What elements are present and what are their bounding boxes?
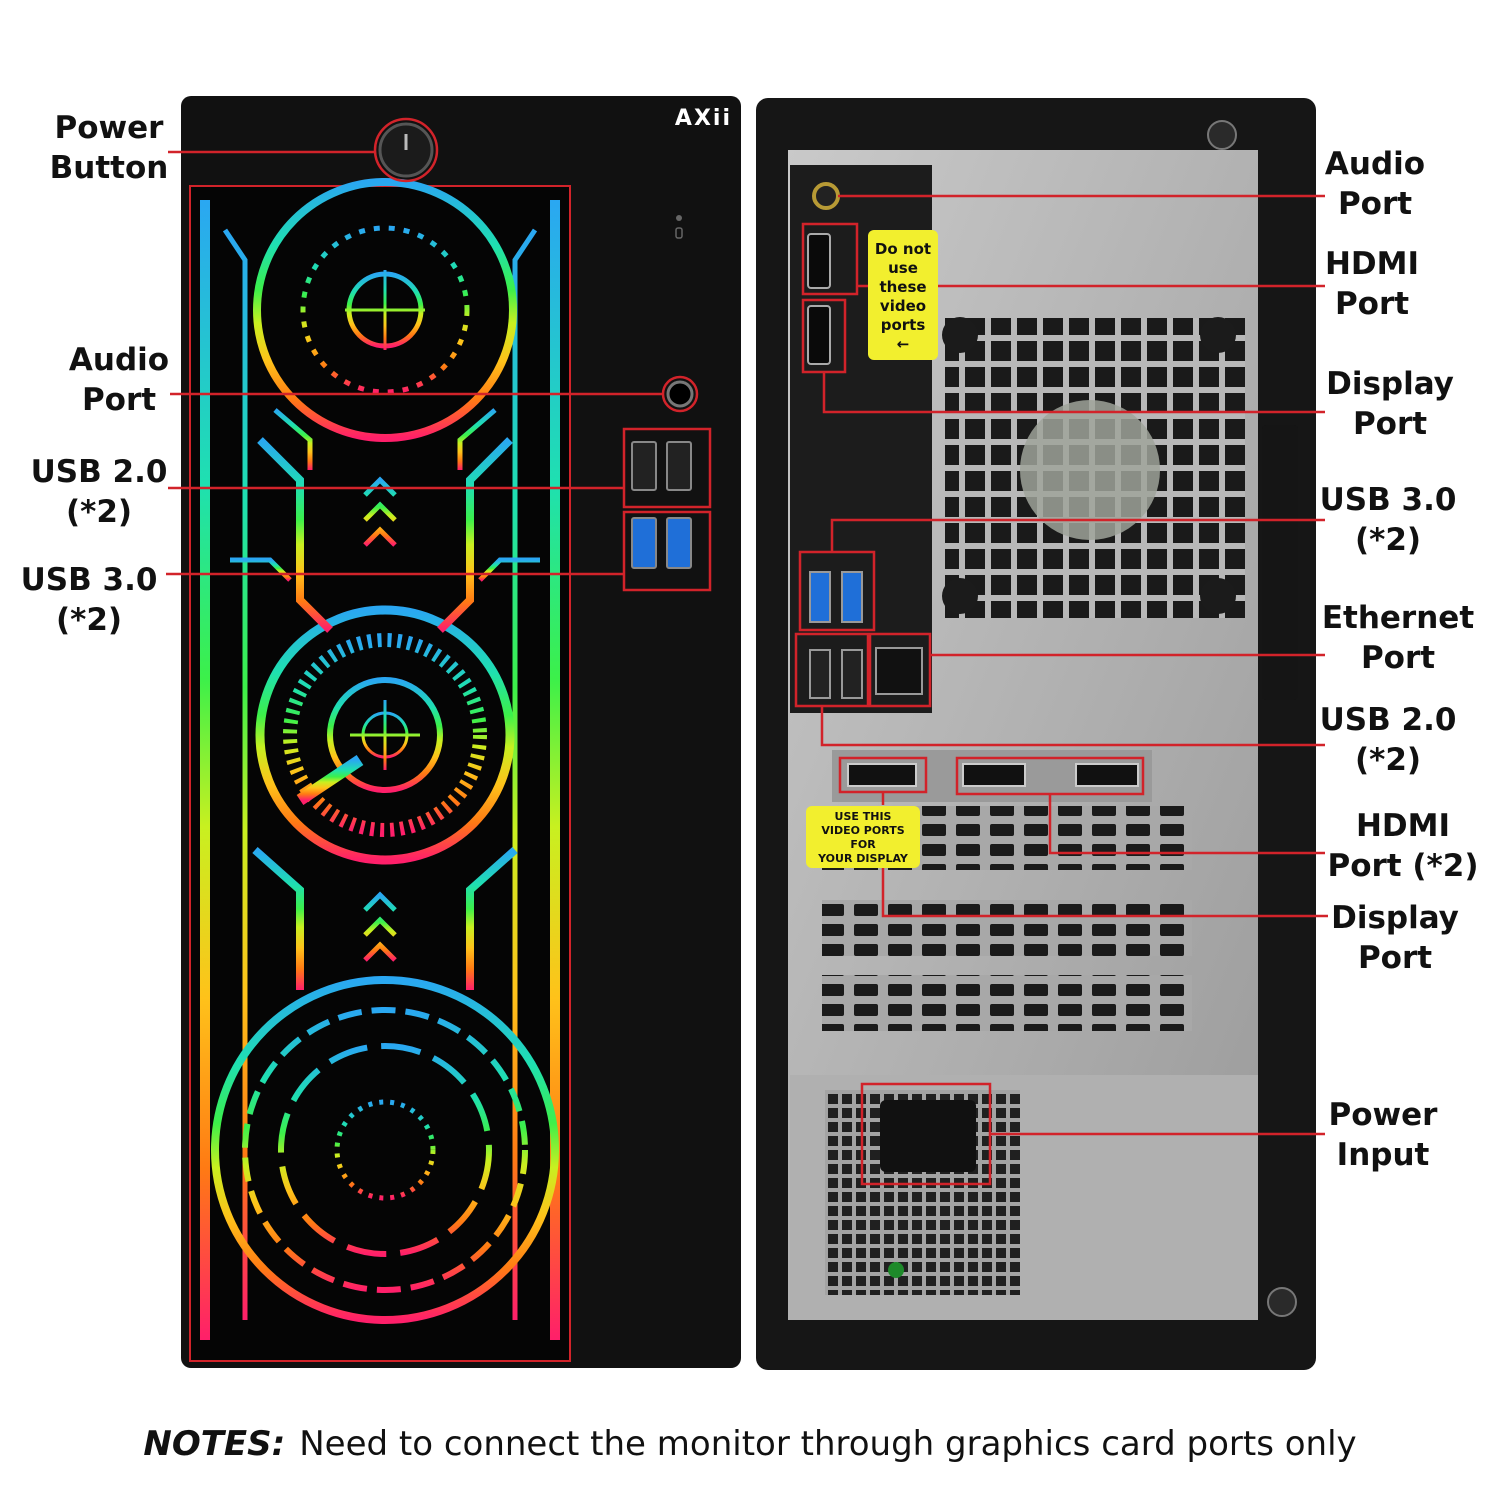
label-front-audio-port: Audio Port	[68, 342, 170, 418]
rear-case	[756, 98, 1316, 1370]
notes-prefix: NOTES:	[143, 1424, 286, 1464]
sticker-use-these-ports: USE THIS VIDEO PORTS FOR YOUR DISPLAY	[806, 806, 920, 868]
callout-rear-usb20	[820, 706, 1325, 747]
label-rear-usb20: USB 2.0 (*2)	[1319, 702, 1457, 778]
brand-logo: AXii	[674, 106, 732, 131]
front-case	[181, 96, 741, 1368]
callout-gpu-display	[881, 792, 1328, 918]
label-gpu-display-port: Display Port	[1331, 900, 1459, 976]
label-rear-audio-port: Audio Port	[1324, 146, 1426, 222]
callout-lines	[166, 150, 1328, 1136]
label-rear-ethernet-port: Ethernet Port	[1321, 600, 1475, 676]
label-rear-usb30: USB 3.0 (*2)	[1319, 482, 1457, 558]
rgb-panel-pattern	[200, 178, 560, 1340]
notes-line: NOTES: Need to connect the monitor throug…	[0, 1424, 1500, 1464]
callout-gpu-hdmi	[1048, 794, 1325, 855]
callout-rear-display	[822, 372, 1325, 414]
sticker-do-not-use-ports: Do not use these video ports ←	[868, 230, 938, 360]
label-gpu-hdmi-port: HDMI Port (*2)	[1327, 808, 1479, 884]
notes-text: Need to connect the monitor through grap…	[299, 1424, 1357, 1464]
label-front-usb20: USB 2.0 (*2)	[30, 454, 168, 530]
label-front-usb30: USB 3.0 (*2)	[20, 562, 158, 638]
label-rear-display-port: Display Port	[1326, 366, 1454, 442]
label-rear-hdmi-port: HDMI Port	[1324, 246, 1420, 322]
callout-rear-usb30	[830, 518, 1325, 552]
label-front-power-button: Power Button	[49, 110, 169, 186]
label-rear-power-input: Power Input	[1328, 1097, 1438, 1173]
